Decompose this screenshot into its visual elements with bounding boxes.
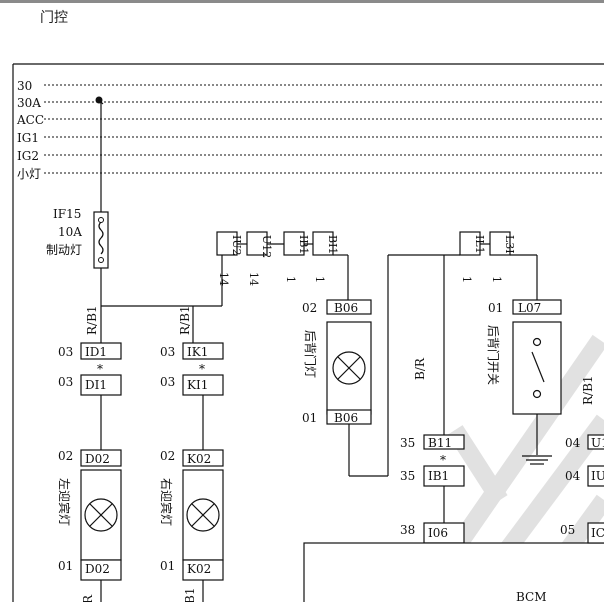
rear-door-switch-label: 后背门开关 — [486, 325, 501, 385]
svg-text:IB1: IB1 — [297, 235, 310, 254]
svg-text:02: 02 — [58, 449, 73, 463]
fuse-label: 制动灯 — [46, 243, 82, 257]
svg-text:35: 35 — [400, 469, 415, 483]
svg-text:R: R — [81, 594, 95, 602]
svg-text:R/B1: R/B1 — [178, 305, 192, 335]
top-rule — [0, 0, 604, 3]
svg-text:K02: K02 — [187, 562, 211, 576]
left-welcome-lamp-label: 左迎宾灯 — [57, 478, 72, 526]
svg-text:L3I: L3I — [503, 235, 516, 254]
svg-text:03: 03 — [160, 375, 175, 389]
rail-label: ACC — [16, 113, 44, 127]
svg-text:B06: B06 — [334, 301, 358, 315]
left-welcome-lamp: D02 02 D02 01 左迎宾灯 — [57, 449, 122, 581]
svg-text:D02: D02 — [85, 452, 110, 466]
svg-text:01: 01 — [58, 559, 73, 573]
connector-u1: U1 04 IU 04 IC 05 — [560, 434, 604, 544]
svg-text:B11: B11 — [428, 436, 452, 450]
svg-text:1: 1 — [313, 276, 326, 283]
rear-door-lamp-label: 后背门灯 — [303, 330, 318, 378]
rail-label: 小灯 — [17, 167, 41, 181]
svg-text:B06: B06 — [334, 411, 358, 425]
svg-text:02: 02 — [302, 301, 317, 315]
svg-text:38: 38 — [400, 523, 415, 537]
svg-text:DI1: DI1 — [85, 378, 107, 392]
svg-text:01: 01 — [488, 301, 503, 315]
rail-label: IG2 — [17, 149, 39, 163]
svg-text:D02: D02 — [85, 562, 110, 576]
svg-text:BI1: BI1 — [326, 235, 339, 254]
connector-ik1: IK1 03 KI1 03 * — [160, 342, 224, 396]
bcm-label: BCM — [516, 590, 547, 602]
svg-text:03: 03 — [160, 345, 175, 359]
svg-text:14: 14 — [247, 272, 260, 286]
svg-text:K02: K02 — [187, 452, 211, 466]
svg-text:U1: U1 — [591, 436, 604, 450]
svg-text:03: 03 — [58, 375, 73, 389]
svg-text:R/B1: R/B1 — [581, 375, 595, 405]
svg-text:ID1: ID1 — [85, 345, 107, 359]
svg-text:14: 14 — [217, 272, 230, 286]
wire-color: B/R — [413, 357, 427, 380]
svg-text:01: 01 — [160, 559, 175, 573]
rear-door-switch: L07 01 后背门开关 — [486, 299, 562, 415]
fuse-id: IF15 — [53, 207, 81, 221]
rail-label: 30A — [17, 96, 41, 110]
svg-text:04: 04 — [565, 436, 581, 450]
svg-text:*: * — [199, 362, 205, 376]
power-rails: 30 30A ACC IG1 IG2 小灯 — [16, 79, 604, 181]
svg-text:I06: I06 — [428, 526, 448, 540]
svg-text:B1: B1 — [183, 588, 197, 602]
connector-row-right: IL1 L3I 1 1 — [459, 231, 516, 283]
svg-text:*: * — [440, 453, 446, 467]
svg-text:IU2: IU2 — [230, 235, 243, 256]
bcm-module — [303, 542, 604, 602]
right-welcome-lamp: K02 02 K02 01 右迎宾灯 — [159, 449, 224, 581]
svg-text:04: 04 — [565, 469, 581, 483]
svg-text:*: * — [97, 362, 103, 376]
connector-id1: ID1 03 DI1 03 * — [58, 342, 122, 396]
svg-text:35: 35 — [400, 436, 415, 450]
connector-i06: I06 38 — [400, 522, 465, 544]
svg-text:02: 02 — [160, 449, 175, 463]
svg-text:IU: IU — [591, 469, 604, 483]
connector-b11: B11 35 IB1 35 * — [400, 434, 465, 487]
svg-text:03: 03 — [58, 345, 73, 359]
svg-text:IC: IC — [591, 526, 604, 540]
right-welcome-lamp-label: 右迎宾灯 — [159, 478, 174, 526]
svg-text:KI1: KI1 — [187, 378, 208, 392]
svg-text:IB1: IB1 — [428, 469, 449, 483]
svg-text:U12: U12 — [260, 235, 273, 258]
rear-door-lamp: B06 02 B06 01 后背门灯 — [302, 299, 372, 425]
svg-text:L07: L07 — [518, 301, 541, 315]
svg-text:1: 1 — [284, 276, 297, 283]
fuse-if15: IF15 10A 制动灯 — [46, 207, 109, 269]
fuse-rating: 10A — [58, 225, 82, 239]
connector-row-top: IU2 U12 IB1 BI1 14 14 1 1 — [216, 231, 339, 286]
page-title: 门控 — [40, 10, 68, 26]
svg-text:R/B1: R/B1 — [85, 305, 99, 335]
svg-text:1: 1 — [490, 276, 503, 283]
ground-symbol — [522, 455, 552, 465]
rail-label: 30 — [17, 79, 32, 93]
svg-text:05: 05 — [560, 523, 575, 537]
svg-text:01: 01 — [302, 411, 317, 425]
svg-text:IK1: IK1 — [187, 345, 208, 359]
svg-text:1: 1 — [460, 276, 473, 283]
rail-label: IG1 — [17, 131, 39, 145]
svg-text:IL1: IL1 — [473, 235, 486, 254]
